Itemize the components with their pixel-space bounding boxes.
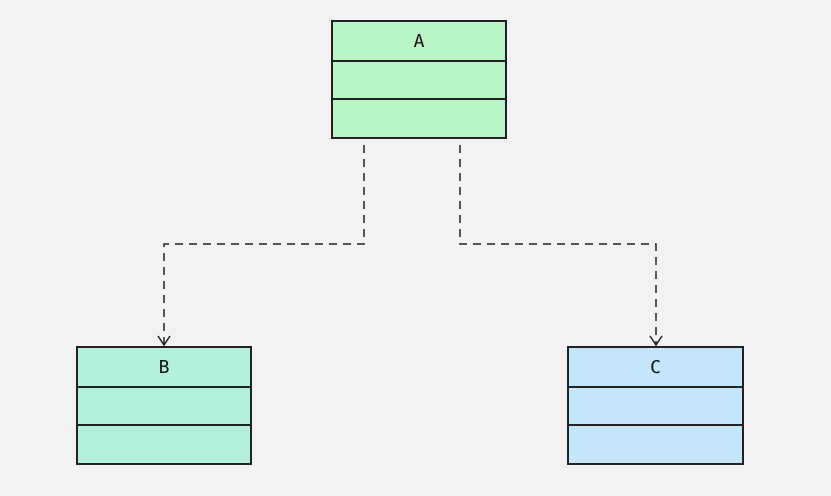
edge-a-to-b	[163, 145, 365, 344]
class-b-operations	[78, 426, 250, 462]
class-b-name: B	[78, 348, 250, 388]
class-box-a[interactable]: A	[331, 20, 507, 139]
class-c-attributes	[569, 388, 742, 426]
edge-a-to-c	[459, 145, 657, 344]
class-a-name: A	[333, 22, 505, 62]
class-b-attributes	[78, 388, 250, 426]
class-box-c[interactable]: C	[567, 346, 744, 465]
class-box-b[interactable]: B	[76, 346, 252, 465]
class-a-attributes	[333, 62, 505, 100]
class-c-operations	[569, 426, 742, 462]
arrowhead-c	[649, 335, 663, 347]
class-a-operations	[333, 100, 505, 136]
arrowhead-b	[157, 335, 171, 347]
class-c-name: C	[569, 348, 742, 388]
